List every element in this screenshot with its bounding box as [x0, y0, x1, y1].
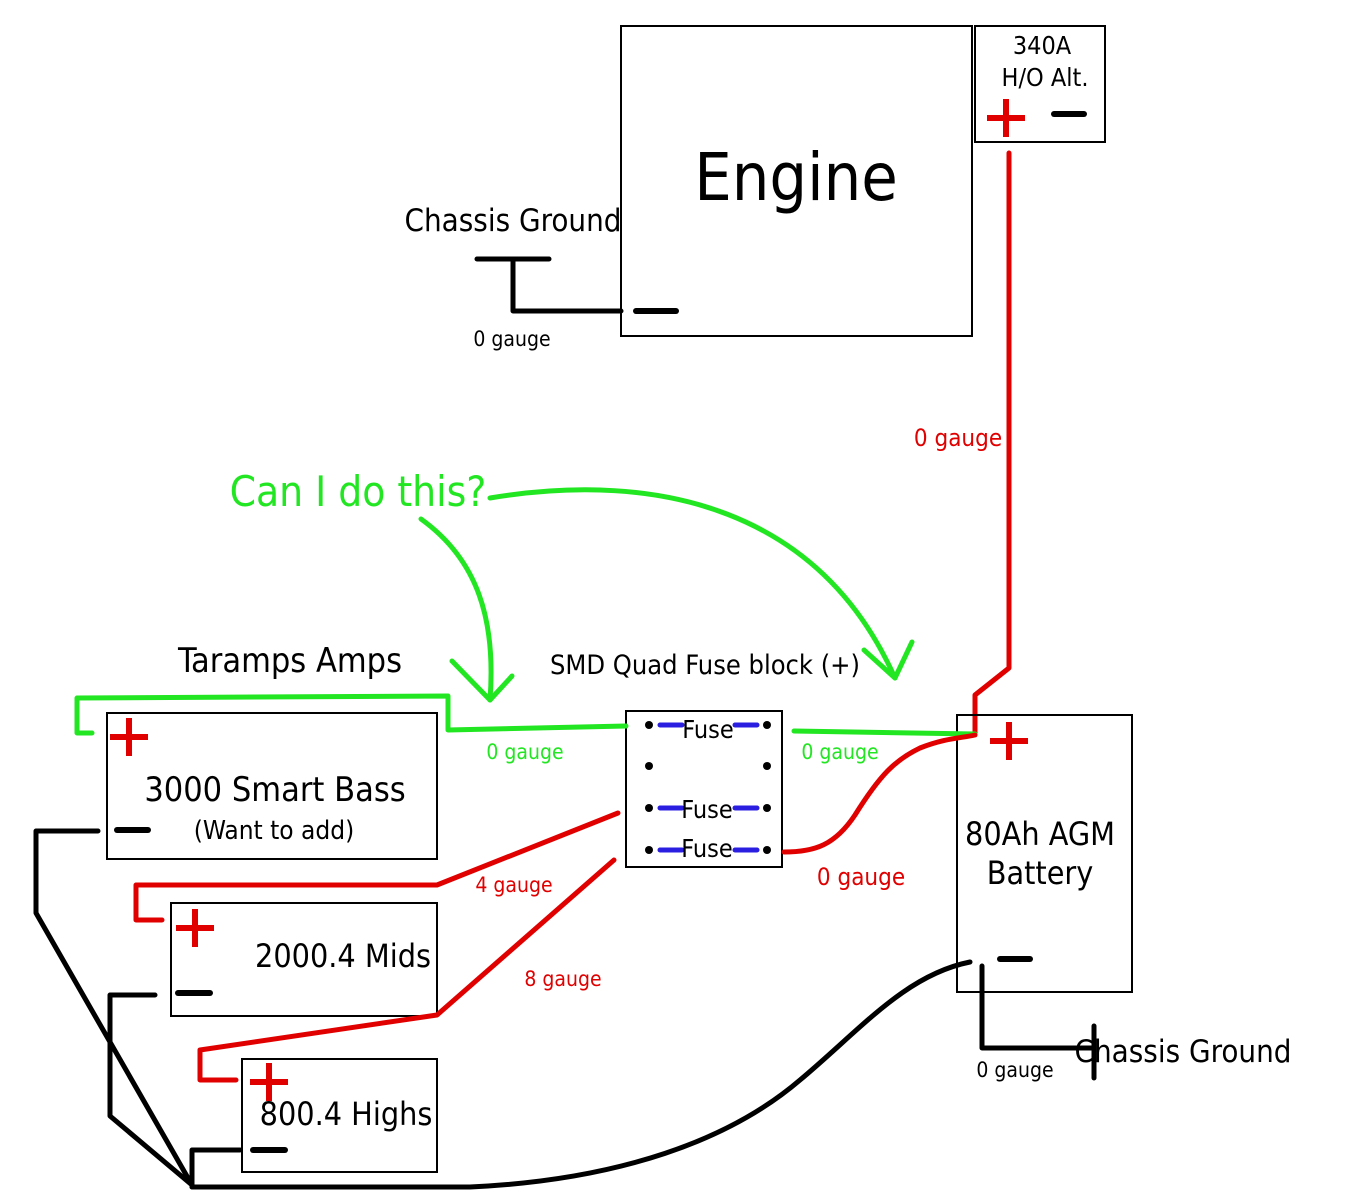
battery-capacity: 80Ah AGM	[965, 815, 1115, 853]
fuse-2: Fuse	[657, 795, 760, 824]
engine-box	[620, 25, 973, 337]
amp-mids-positive-terminal	[176, 909, 214, 947]
battery-type: Battery	[987, 854, 1094, 892]
fuse-to-battery-green-gauge: 0 gauge	[801, 740, 878, 764]
bass-ground-wire	[33, 828, 195, 1188]
fuse-1-label: Fuse	[682, 715, 733, 744]
amp-mids-name: 2000.4 Mids	[255, 937, 431, 975]
amps-group-label: Taramps Amps	[177, 641, 402, 681]
amp-highs-positive-terminal	[250, 1063, 288, 1101]
fuse-to-battery-red-wire	[781, 732, 978, 855]
engine-ground-gauge: 0 gauge	[473, 327, 550, 351]
bass-wire-gauge: 0 gauge	[486, 740, 563, 764]
bass-positive-wire	[74, 693, 629, 736]
fuse-to-battery-red-gauge: 0 gauge	[817, 863, 905, 891]
question-arrowhead-right	[861, 639, 915, 681]
mids-positive-wire	[133, 810, 621, 923]
fuse-block-posts	[645, 721, 771, 854]
amp-highs-box	[241, 1058, 438, 1173]
fuse-3: Fuse	[657, 834, 760, 863]
fuse-2-label: Fuse	[681, 795, 732, 824]
amp-mids-box	[170, 902, 438, 1017]
highs-ground-wire	[189, 1147, 243, 1190]
amp-bass-note: (Want to add)	[194, 816, 354, 846]
alternator-type: H/O Alt.	[1002, 63, 1089, 92]
amps-to-battery-ground-wire	[189, 959, 973, 1190]
amp-highs-name: 800.4 Highs	[260, 1095, 433, 1133]
battery-positive-terminal	[990, 722, 1028, 760]
question-arrowhead-left	[449, 658, 515, 703]
fuse-block-label: SMD Quad Fuse block (+)	[550, 650, 860, 681]
alternator-rating: 340A	[1013, 31, 1072, 60]
chassis-ground-bottom-label: Chassis Ground	[1075, 1034, 1292, 1070]
amp-bass-box	[106, 712, 438, 860]
fuse-1: Fuse	[657, 715, 760, 744]
amp-bass-positive-terminal	[110, 718, 148, 756]
highs-positive-wire	[197, 857, 617, 1083]
alternator-positive-terminal	[987, 99, 1025, 137]
battery-ground-wire	[979, 963, 1097, 1051]
amp-bass-name: 3000 Smart Bass	[144, 770, 405, 810]
battery-ground-gauge: 0 gauge	[976, 1058, 1053, 1082]
mids-wire-gauge: 4 gauge	[475, 873, 552, 897]
engine-ground-wire	[510, 257, 624, 314]
engine-label: Engine	[694, 139, 898, 216]
mids-ground-wire	[107, 992, 195, 1188]
fuse-block-box	[625, 710, 783, 868]
question-arrow-left	[418, 516, 494, 703]
battery-box	[956, 714, 1133, 993]
question-text: Can I do this?	[230, 467, 487, 516]
chassis-ground-top-label: Chassis Ground	[405, 203, 622, 239]
question-arrow-right	[487, 487, 898, 681]
alternator-wire-gauge: 0 gauge	[914, 424, 1002, 452]
highs-wire-gauge: 8 gauge	[524, 967, 601, 991]
fuse-3-label: Fuse	[681, 834, 732, 863]
fuse-to-battery-green-wire	[791, 728, 978, 737]
alternator-box	[974, 25, 1106, 143]
